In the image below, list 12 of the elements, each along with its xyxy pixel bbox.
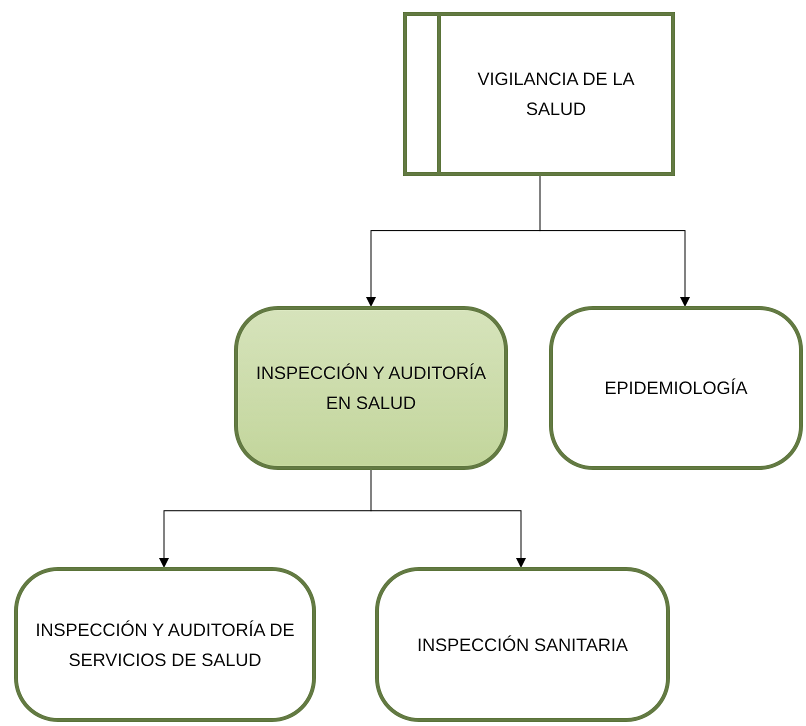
- connector-arrow: [370, 470, 526, 568]
- rounded-box: [234, 306, 508, 470]
- node-label: INSPECCIÓN Y AUDITORÍA EN SALUD: [254, 362, 488, 415]
- node-label: INSPECCIÓN SANITARIA: [417, 634, 628, 656]
- connector-arrow: [540, 176, 690, 307]
- rounded-box: [549, 306, 803, 470]
- rounded-box: [14, 567, 316, 722]
- node-label: EPIDEMIOLOGÍA: [604, 377, 748, 400]
- node-label: INSPECCIÓN Y AUDITORÍA DE SERVICIOS DE SALUD: [34, 618, 296, 672]
- rounded-box: [375, 567, 670, 722]
- node-label: VIGILANCIA DE LA SALUD: [476, 68, 636, 121]
- process-box: [403, 12, 675, 176]
